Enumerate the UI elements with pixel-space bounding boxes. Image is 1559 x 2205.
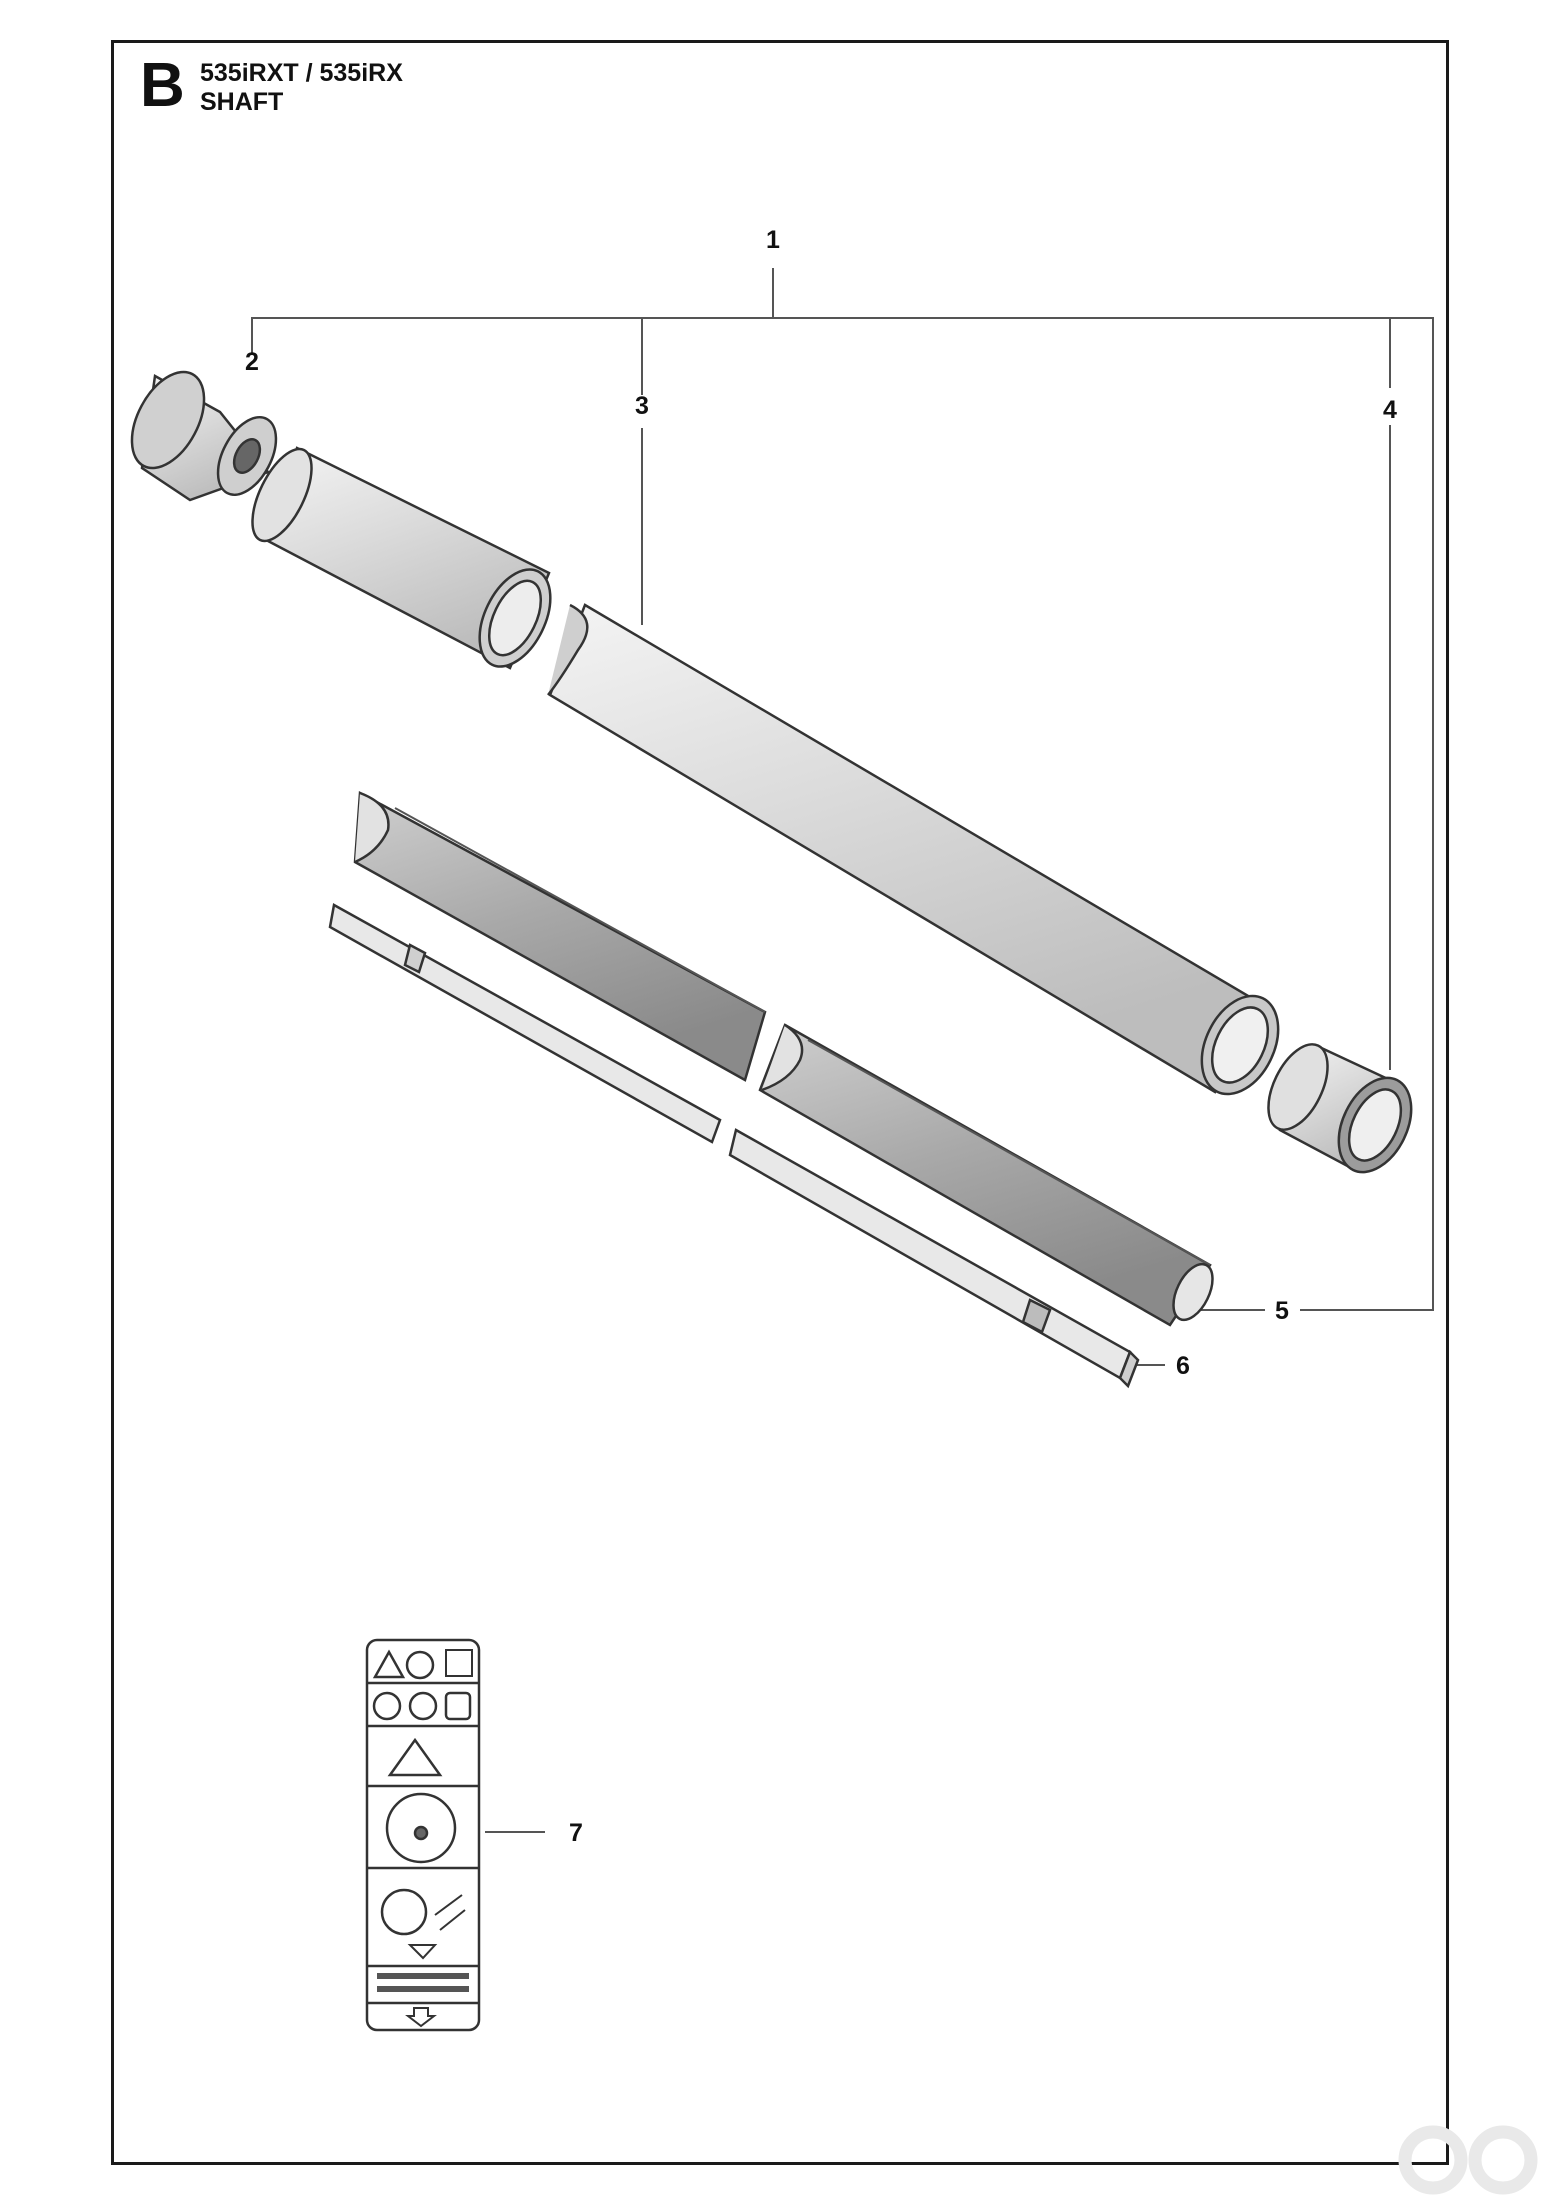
callout-7: 7 [569, 1819, 583, 1847]
callout-4: 4 [1383, 396, 1397, 424]
page-frame [111, 40, 1449, 2165]
end-sleeve-bottom [1267, 1043, 1413, 1174]
watermark-logo [1398, 2125, 1538, 2195]
callout-3: 3 [635, 392, 649, 420]
drive-shaft-upper [328, 903, 722, 1144]
callout-1: 1 [766, 226, 780, 254]
decal [365, 1638, 481, 2032]
section-title: SHAFT [200, 88, 284, 116]
callout-5: 5 [1275, 1297, 1289, 1325]
model-names: 535iRXT / 535iRX [200, 59, 403, 87]
drive-shaft [728, 1128, 1140, 1389]
drive-shaft-liner [758, 1023, 1214, 1327]
shaft-tube [547, 603, 1280, 1096]
shaft-tube-upper [251, 446, 552, 670]
callout-6: 6 [1176, 1352, 1190, 1380]
end-sleeve-top [130, 370, 278, 502]
callout-2: 2 [245, 348, 259, 376]
section-letter: B [140, 51, 185, 120]
drive-shaft-liner-upper [353, 790, 767, 1082]
